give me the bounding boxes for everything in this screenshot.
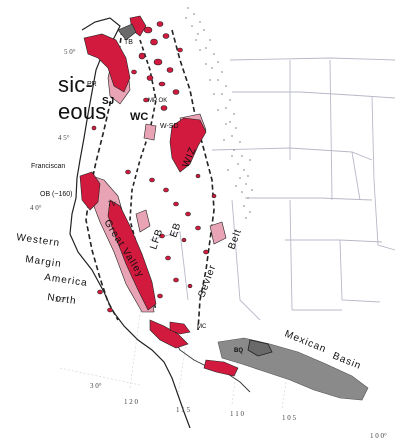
label-bq: BQ: [234, 348, 243, 354]
lat-label-40: 4 0°: [30, 204, 42, 212]
label-sevier: Sevier: [196, 263, 218, 299]
label-mp-ok: MP OK: [148, 98, 167, 104]
lon-label-100: 1 0 0°: [370, 432, 387, 440]
lon-label-110: 1 1 0: [230, 410, 245, 418]
tb-marker: [117, 23, 137, 41]
pink-pluton: [143, 123, 157, 141]
lat-label-50: 5 0°: [64, 48, 76, 56]
klamath-pluton: [79, 171, 101, 211]
coast-plutonic-complex: [83, 33, 131, 93]
parallel-30: [59, 367, 141, 386]
state-border-line: [371, 95, 396, 251]
label-tb: TB: [124, 39, 133, 46]
label-belt: Belt: [226, 227, 244, 251]
label-eb: EB: [168, 221, 183, 239]
baja-pluton: [203, 359, 239, 377]
meridian-115: [177, 329, 189, 397]
mc-pluton: [169, 321, 191, 335]
state-border-line: [329, 59, 333, 201]
label-ob: OB (~160): [40, 191, 73, 198]
label-western: Western: [16, 232, 61, 249]
state-border-line: [285, 239, 383, 243]
state-border-line: [339, 239, 381, 303]
lon-label-115: 1 1 5: [176, 406, 191, 414]
lat-label-45: 4 5°: [58, 134, 70, 142]
canada-border-line: [229, 57, 396, 61]
pink-pluton: [209, 221, 227, 245]
state-border-line: [351, 151, 361, 201]
state-border-line: [289, 199, 293, 311]
label-mc: MC: [197, 324, 207, 330]
label-tv: TV: [108, 202, 116, 208]
peninsular-ranges: [149, 319, 189, 349]
label-lfb: LFB: [148, 227, 165, 251]
state-borders: [149, 57, 396, 321]
overlay-title: sic- eous: [58, 71, 107, 125]
lon-label-105: 1 0 5: [282, 414, 297, 422]
idaho-batholith: [169, 117, 207, 173]
label-sj: SJ: [102, 96, 114, 107]
overlay-title-line-1: sic-: [58, 72, 94, 97]
lon-label-120: 1 2 0: [124, 398, 139, 406]
sierra-nevada-batholith: [107, 199, 157, 311]
label-w-sd: W-SD: [160, 123, 179, 130]
label-north: North: [47, 292, 78, 307]
meridian-120: [129, 299, 143, 389]
state-border-line: [232, 91, 396, 99]
sevier-thrust-line: [171, 29, 215, 331]
label-america: America: [44, 272, 89, 289]
lat-label-35: 3 5°: [55, 296, 67, 304]
state-border-line: [245, 197, 373, 201]
label-pr: PR: [87, 81, 97, 88]
overlay-title-line-2: eous: [58, 99, 107, 124]
label-margin: Margin: [25, 254, 63, 270]
red-plutons: [79, 15, 239, 377]
pink-pluton: [135, 209, 151, 233]
label-wc: WC: [130, 111, 148, 123]
label-franciscan: Franciscan: [31, 163, 65, 170]
bq-outline: [247, 339, 273, 357]
state-border-line: [231, 199, 261, 321]
stipple-belt: [185, 7, 253, 219]
lat-label-30: 3 0°: [90, 382, 102, 390]
meridian-105: [281, 381, 287, 409]
state-border-line: [211, 147, 373, 161]
